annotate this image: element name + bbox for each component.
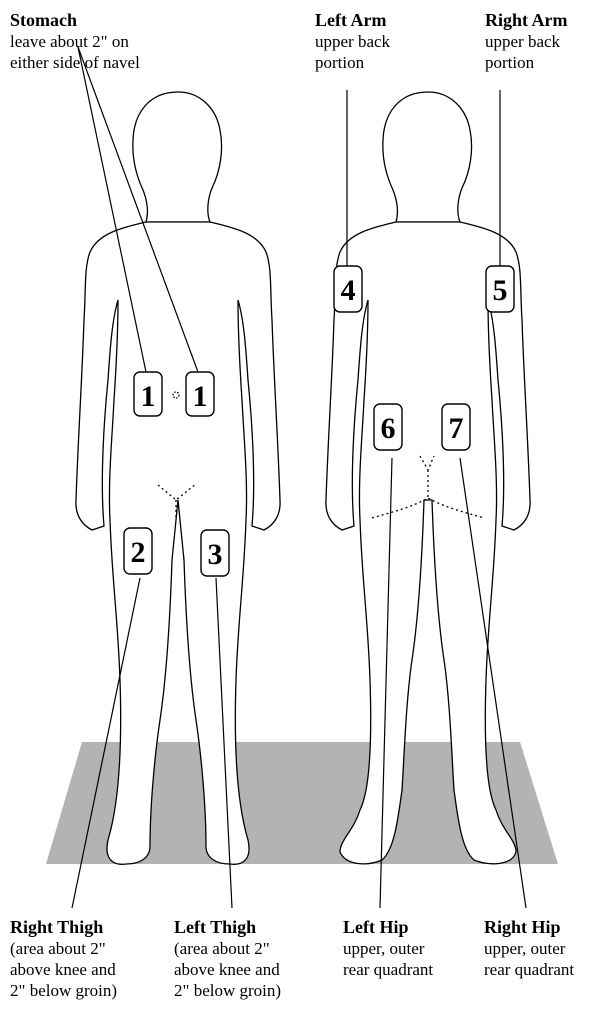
site-box-1-right: 1	[186, 372, 214, 416]
label-left-hip: Left Hip upper, outer rear quadrant	[343, 917, 433, 980]
label-left-thigh: Left Thigh (area about 2" above knee and…	[174, 917, 281, 1001]
label-right-hip-title: Right Hip	[484, 917, 574, 938]
label-stomach-line1: leave about 2" on	[10, 31, 140, 52]
svg-text:4: 4	[341, 274, 356, 307]
label-stomach: Stomach leave about 2" on either side of…	[10, 10, 140, 73]
svg-text:1: 1	[193, 380, 208, 413]
site-box-6: 6	[374, 404, 402, 450]
label-left-thigh-title: Left Thigh	[174, 917, 281, 938]
label-right-thigh: Right Thigh (area about 2" above knee an…	[10, 917, 117, 1001]
site-box-4: 4	[334, 266, 362, 312]
label-right-arm-line2: portion	[485, 52, 568, 73]
label-left-arm-line2: portion	[315, 52, 390, 73]
site-box-2: 2	[124, 528, 152, 574]
label-left-thigh-line3: 2" below groin)	[174, 980, 281, 1001]
svg-text:5: 5	[493, 274, 508, 307]
site-box-7: 7	[442, 404, 470, 450]
label-left-thigh-line1: (area about 2"	[174, 938, 281, 959]
label-left-hip-line2: rear quadrant	[343, 959, 433, 980]
label-left-arm: Left Arm upper back portion	[315, 10, 390, 73]
site-box-3: 3	[201, 530, 229, 576]
label-right-thigh-line1: (area about 2"	[10, 938, 117, 959]
label-right-hip: Right Hip upper, outer rear quadrant	[484, 917, 574, 980]
label-right-arm-line1: upper back	[485, 31, 568, 52]
label-right-thigh-line3: 2" below groin)	[10, 980, 117, 1001]
label-right-arm: Right Arm upper back portion	[485, 10, 568, 73]
label-left-arm-title: Left Arm	[315, 10, 390, 31]
label-right-thigh-line2: above knee and	[10, 959, 117, 980]
site-box-5: 5	[486, 266, 514, 312]
svg-text:1: 1	[141, 380, 156, 413]
svg-text:6: 6	[381, 412, 396, 445]
label-left-arm-line1: upper back	[315, 31, 390, 52]
label-left-hip-line1: upper, outer	[343, 938, 433, 959]
svg-text:3: 3	[208, 538, 223, 571]
label-left-thigh-line2: above knee and	[174, 959, 281, 980]
site-box-1-left: 1	[134, 372, 162, 416]
svg-text:2: 2	[131, 536, 146, 569]
label-right-hip-line1: upper, outer	[484, 938, 574, 959]
label-right-thigh-title: Right Thigh	[10, 917, 117, 938]
label-right-arm-title: Right Arm	[485, 10, 568, 31]
svg-text:7: 7	[449, 412, 464, 445]
label-stomach-title: Stomach	[10, 10, 140, 31]
label-stomach-line2: either side of navel	[10, 52, 140, 73]
label-left-hip-title: Left Hip	[343, 917, 433, 938]
label-right-hip-line2: rear quadrant	[484, 959, 574, 980]
